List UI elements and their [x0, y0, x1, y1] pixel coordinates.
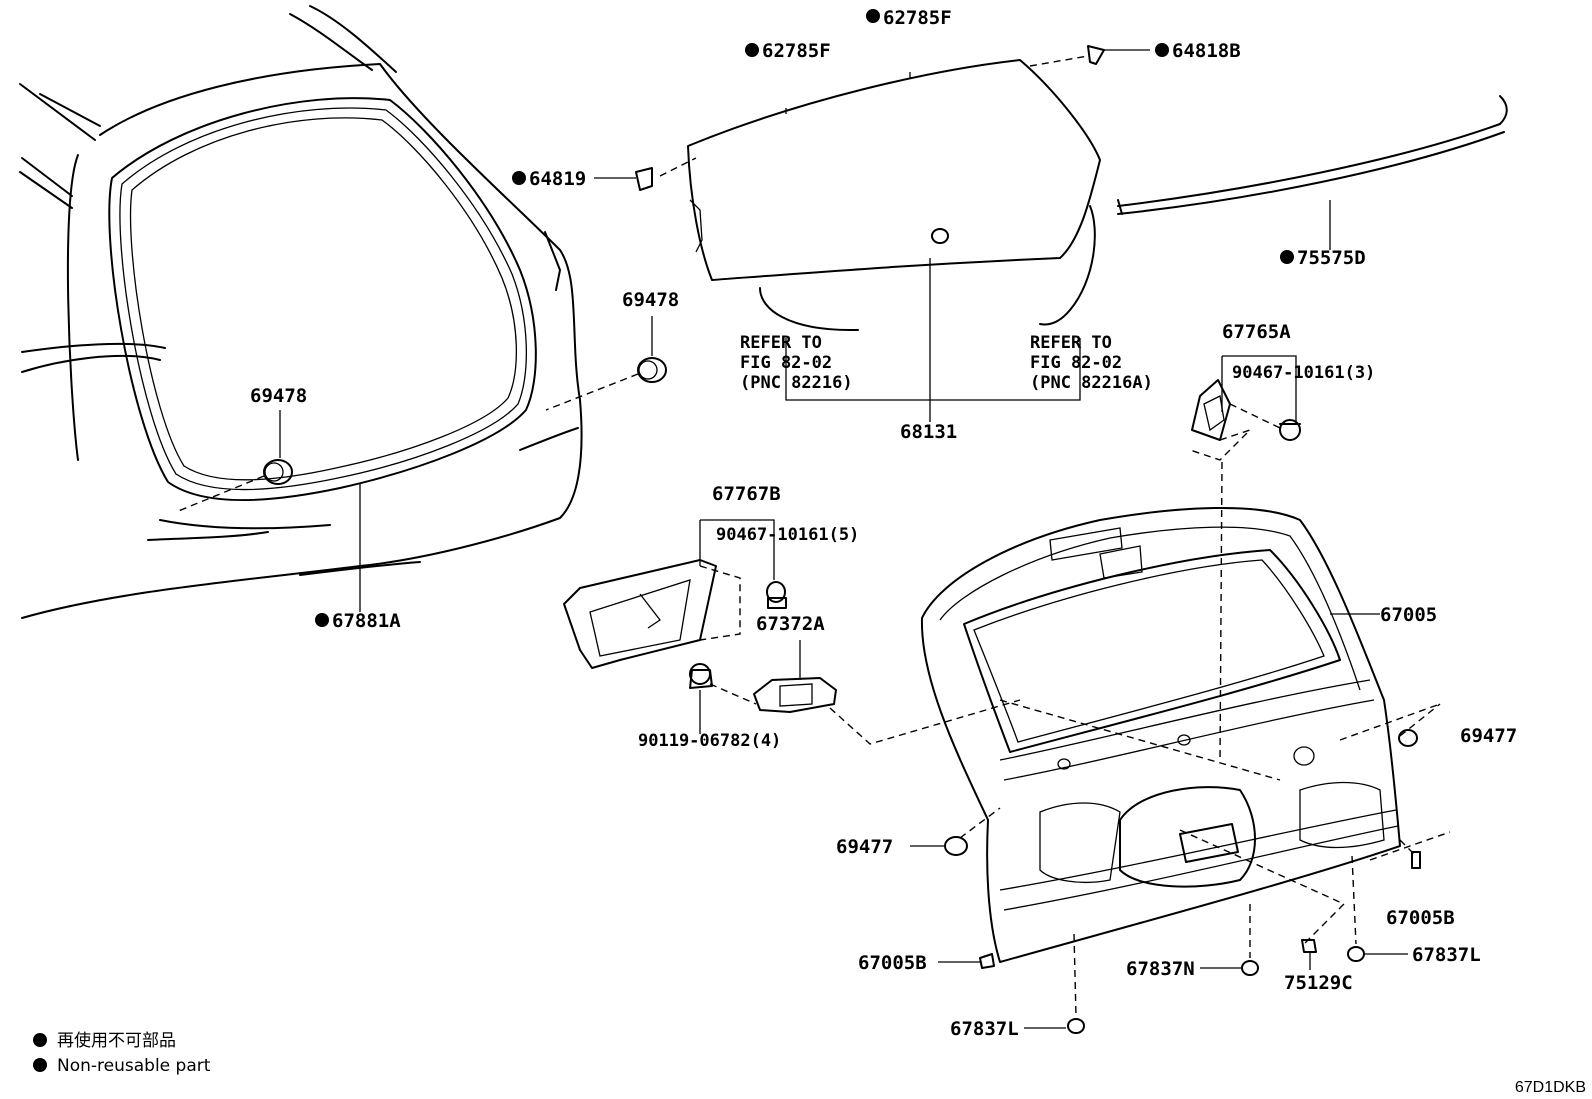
hinge-67765A-drawing [1189, 379, 1301, 461]
non-reusable-dot-64819 [512, 171, 526, 185]
back-glass-drawing [687, 59, 1101, 331]
cap-67005B-left-drawing [979, 953, 995, 969]
dash-69477-left [959, 807, 1001, 839]
leader-67765A [1221, 355, 1297, 422]
figure-code: 67D1DKB [1515, 1079, 1586, 1096]
dash-69477-right [1339, 703, 1441, 741]
dash-door-center [999, 699, 1281, 781]
callout-69478-right: 69478 [622, 289, 679, 311]
callout-67767B: 67767B [712, 483, 781, 505]
refer-right-line1: REFER TO [1030, 333, 1112, 353]
callout-67837L-right: 67837L [1412, 944, 1481, 966]
stay-bracket-67767B-drawing [563, 559, 787, 669]
dash-67005B-right [1369, 831, 1451, 861]
plug-69478-left-drawing [175, 459, 293, 513]
grommet-69477-right-drawing [1398, 729, 1418, 747]
dash-67837L-right [1351, 855, 1357, 945]
vehicle-body-drawing [19, 5, 583, 619]
callout-67881A: 67881A [332, 610, 401, 632]
dash-75129C [1179, 829, 1346, 945]
non-reusable-dot-62785F-left [745, 43, 759, 57]
cap-67005B-right-drawing [1411, 851, 1421, 869]
moulding-75575D-drawing [1117, 95, 1508, 250]
legend-dot-jp [33, 1033, 47, 1047]
clip-64818B-drawing [1087, 45, 1105, 65]
refer-left-line1: REFER TO [740, 333, 822, 353]
dash-64819 [659, 157, 697, 177]
callout-67372A: 67372A [756, 613, 825, 635]
refer-left-line2: FIG 82-02 [740, 353, 832, 373]
clip-67837L-bottom-drawing [1067, 1018, 1085, 1034]
lock-67372A-drawing [689, 640, 1021, 745]
non-reusable-dot-64818B [1155, 43, 1169, 57]
refer-right-line3: (PNC 82216A) [1030, 373, 1153, 393]
non-reusable-dot-75575D [1280, 250, 1294, 264]
non-reusable-dot-62785F-top [866, 9, 880, 23]
non-reusable-dot-67881A [315, 613, 329, 627]
clip-75129C-drawing [1301, 939, 1317, 953]
callout-67765A: 67765A [1222, 321, 1291, 343]
callout-64818B: 64818B [1172, 40, 1241, 62]
leader-68131 [785, 258, 1081, 422]
callout-75575D: 75575D [1297, 247, 1366, 269]
plug-69478-right-drawing [545, 357, 667, 411]
leader-67767B [699, 519, 775, 580]
callout-90119-06782-4: 90119-06782(4) [638, 731, 781, 751]
dash-hinge-to-door [1219, 461, 1223, 761]
callout-64819: 64819 [529, 168, 586, 190]
callout-90467-10161-3: 90467-10161(3) [1232, 363, 1375, 383]
callout-69477-left: 69477 [836, 836, 893, 858]
callout-67005: 67005 [1380, 604, 1437, 626]
dash-67837L-bottom [1073, 933, 1077, 1017]
callout-67005B-left: 67005B [858, 952, 927, 974]
dash-64818B [1029, 55, 1089, 67]
back-door-panel-drawing [920, 506, 1401, 963]
callout-75129C: 75129C [1284, 972, 1353, 994]
legend-jp: 再使用不可部品 [57, 1030, 176, 1051]
clip-67837N-drawing [1241, 960, 1259, 976]
refer-left-line3: (PNC 82216) [740, 373, 853, 393]
callout-67005B-right: 67005B [1386, 907, 1455, 929]
callout-69478-left: 69478 [250, 385, 307, 407]
callout-67837N: 67837N [1126, 958, 1195, 980]
callout-68131: 68131 [900, 421, 957, 443]
clip-64819-drawing [635, 167, 653, 191]
legend-dot-en [33, 1058, 47, 1072]
callout-62785F-top: 62785F [883, 7, 952, 29]
callout-67837L-bottom: 67837L [950, 1018, 1019, 1040]
callout-90467-10161-5: 90467-10161(5) [716, 525, 859, 545]
refer-right-line2: FIG 82-02 [1030, 353, 1122, 373]
callout-69477-right: 69477 [1460, 725, 1517, 747]
grommet-69477-left-drawing [944, 836, 968, 856]
callout-62785F-left: 62785F [762, 40, 831, 62]
clip-67837L-right-drawing [1347, 946, 1365, 962]
legend-en: Non-reusable part [57, 1056, 211, 1076]
